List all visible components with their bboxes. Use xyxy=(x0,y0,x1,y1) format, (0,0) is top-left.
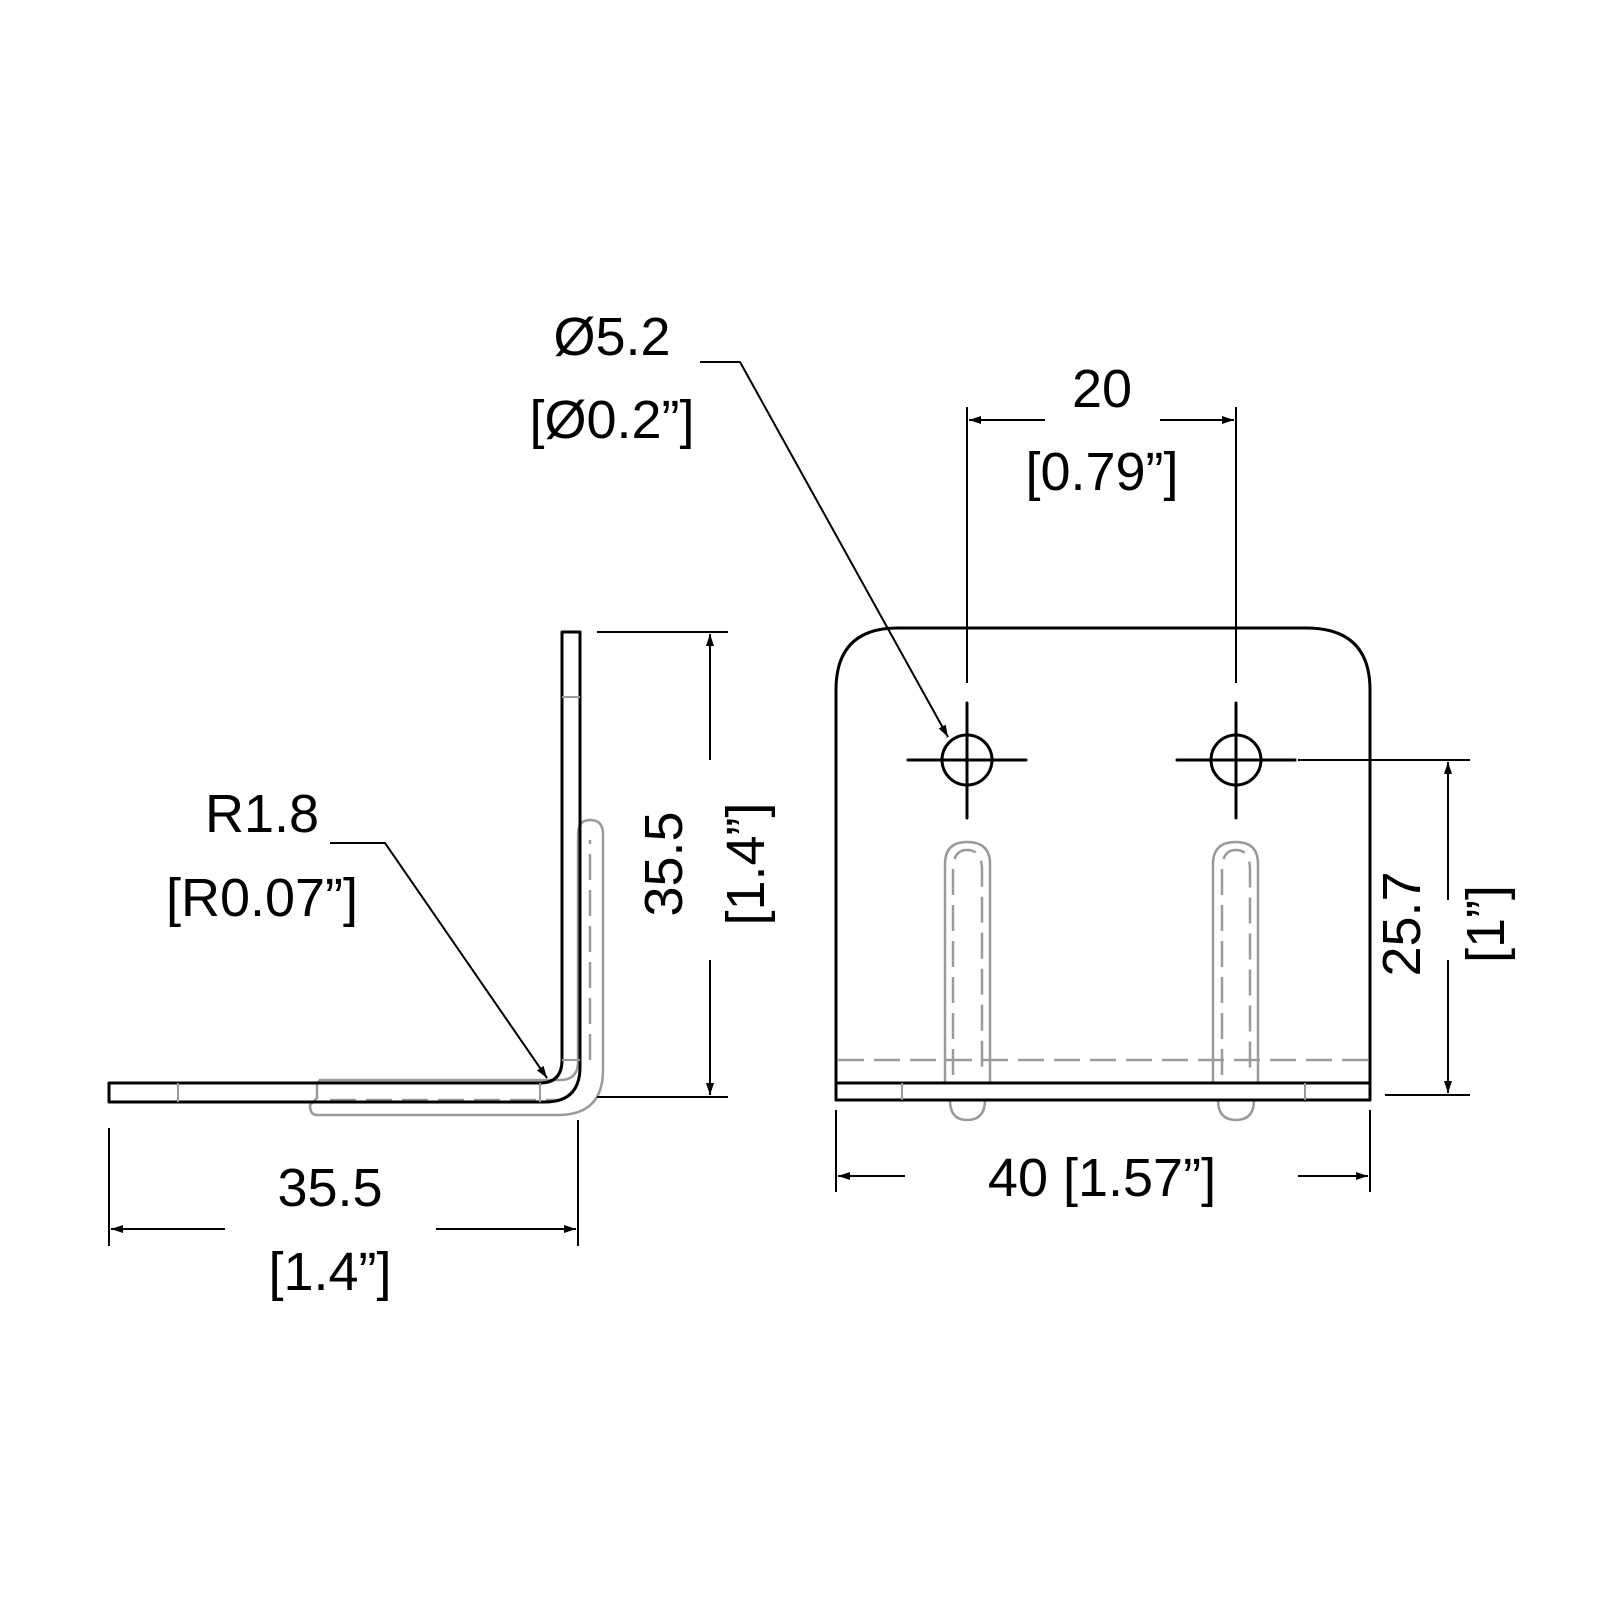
hole-diameter-in: [Ø0.2”] xyxy=(529,390,694,450)
plate-width-label: 40 [1.57”] xyxy=(988,1148,1216,1208)
hole-left xyxy=(906,701,1028,820)
bend-radius-leader xyxy=(330,842,548,1079)
hole-right xyxy=(1175,701,1297,820)
front-view xyxy=(834,626,1372,1122)
hole-diameter-callout: Ø5.2 [Ø0.2”] xyxy=(529,307,949,738)
leg-length-in: [1.4”] xyxy=(268,1242,391,1302)
hole-spacing-mm: 20 xyxy=(1072,359,1132,419)
side-view-outline xyxy=(107,630,582,1104)
hole-height-mm: 25.7 xyxy=(1372,871,1432,976)
hole-spacing-dimension: 20 [0.79”] xyxy=(966,359,1237,683)
hole-diameter-leader xyxy=(700,361,949,738)
slot-right xyxy=(1211,840,1260,1122)
hole-diameter-mm: Ø5.2 xyxy=(553,307,670,367)
leg-height-dimension: 35.5 [1.4”] xyxy=(597,631,776,1098)
leg-height-in: [1.4”] xyxy=(716,802,776,925)
slot-left xyxy=(943,840,992,1122)
leg-length-dimension: 35.5 [1.4”] xyxy=(108,1120,579,1302)
leg-length-mm: 35.5 xyxy=(277,1158,382,1218)
hole-spacing-in: [0.79”] xyxy=(1025,442,1178,502)
leg-height-mm: 35.5 xyxy=(634,811,694,916)
hole-height-dimension: 25.7 [1”] xyxy=(1298,759,1516,1096)
bend-radius-mm: R1.8 xyxy=(205,784,319,844)
side-view-hidden-profile xyxy=(308,818,605,1117)
plate-outline xyxy=(834,626,1372,1102)
plate-width-dimension: 40 [1.57”] xyxy=(835,1110,1371,1208)
bend-radius-callout: R1.8 [R0.07”] xyxy=(166,784,548,1079)
bend-radius-in: [R0.07”] xyxy=(166,868,358,928)
hole-height-in: [1”] xyxy=(1456,885,1516,963)
side-view xyxy=(107,630,605,1117)
